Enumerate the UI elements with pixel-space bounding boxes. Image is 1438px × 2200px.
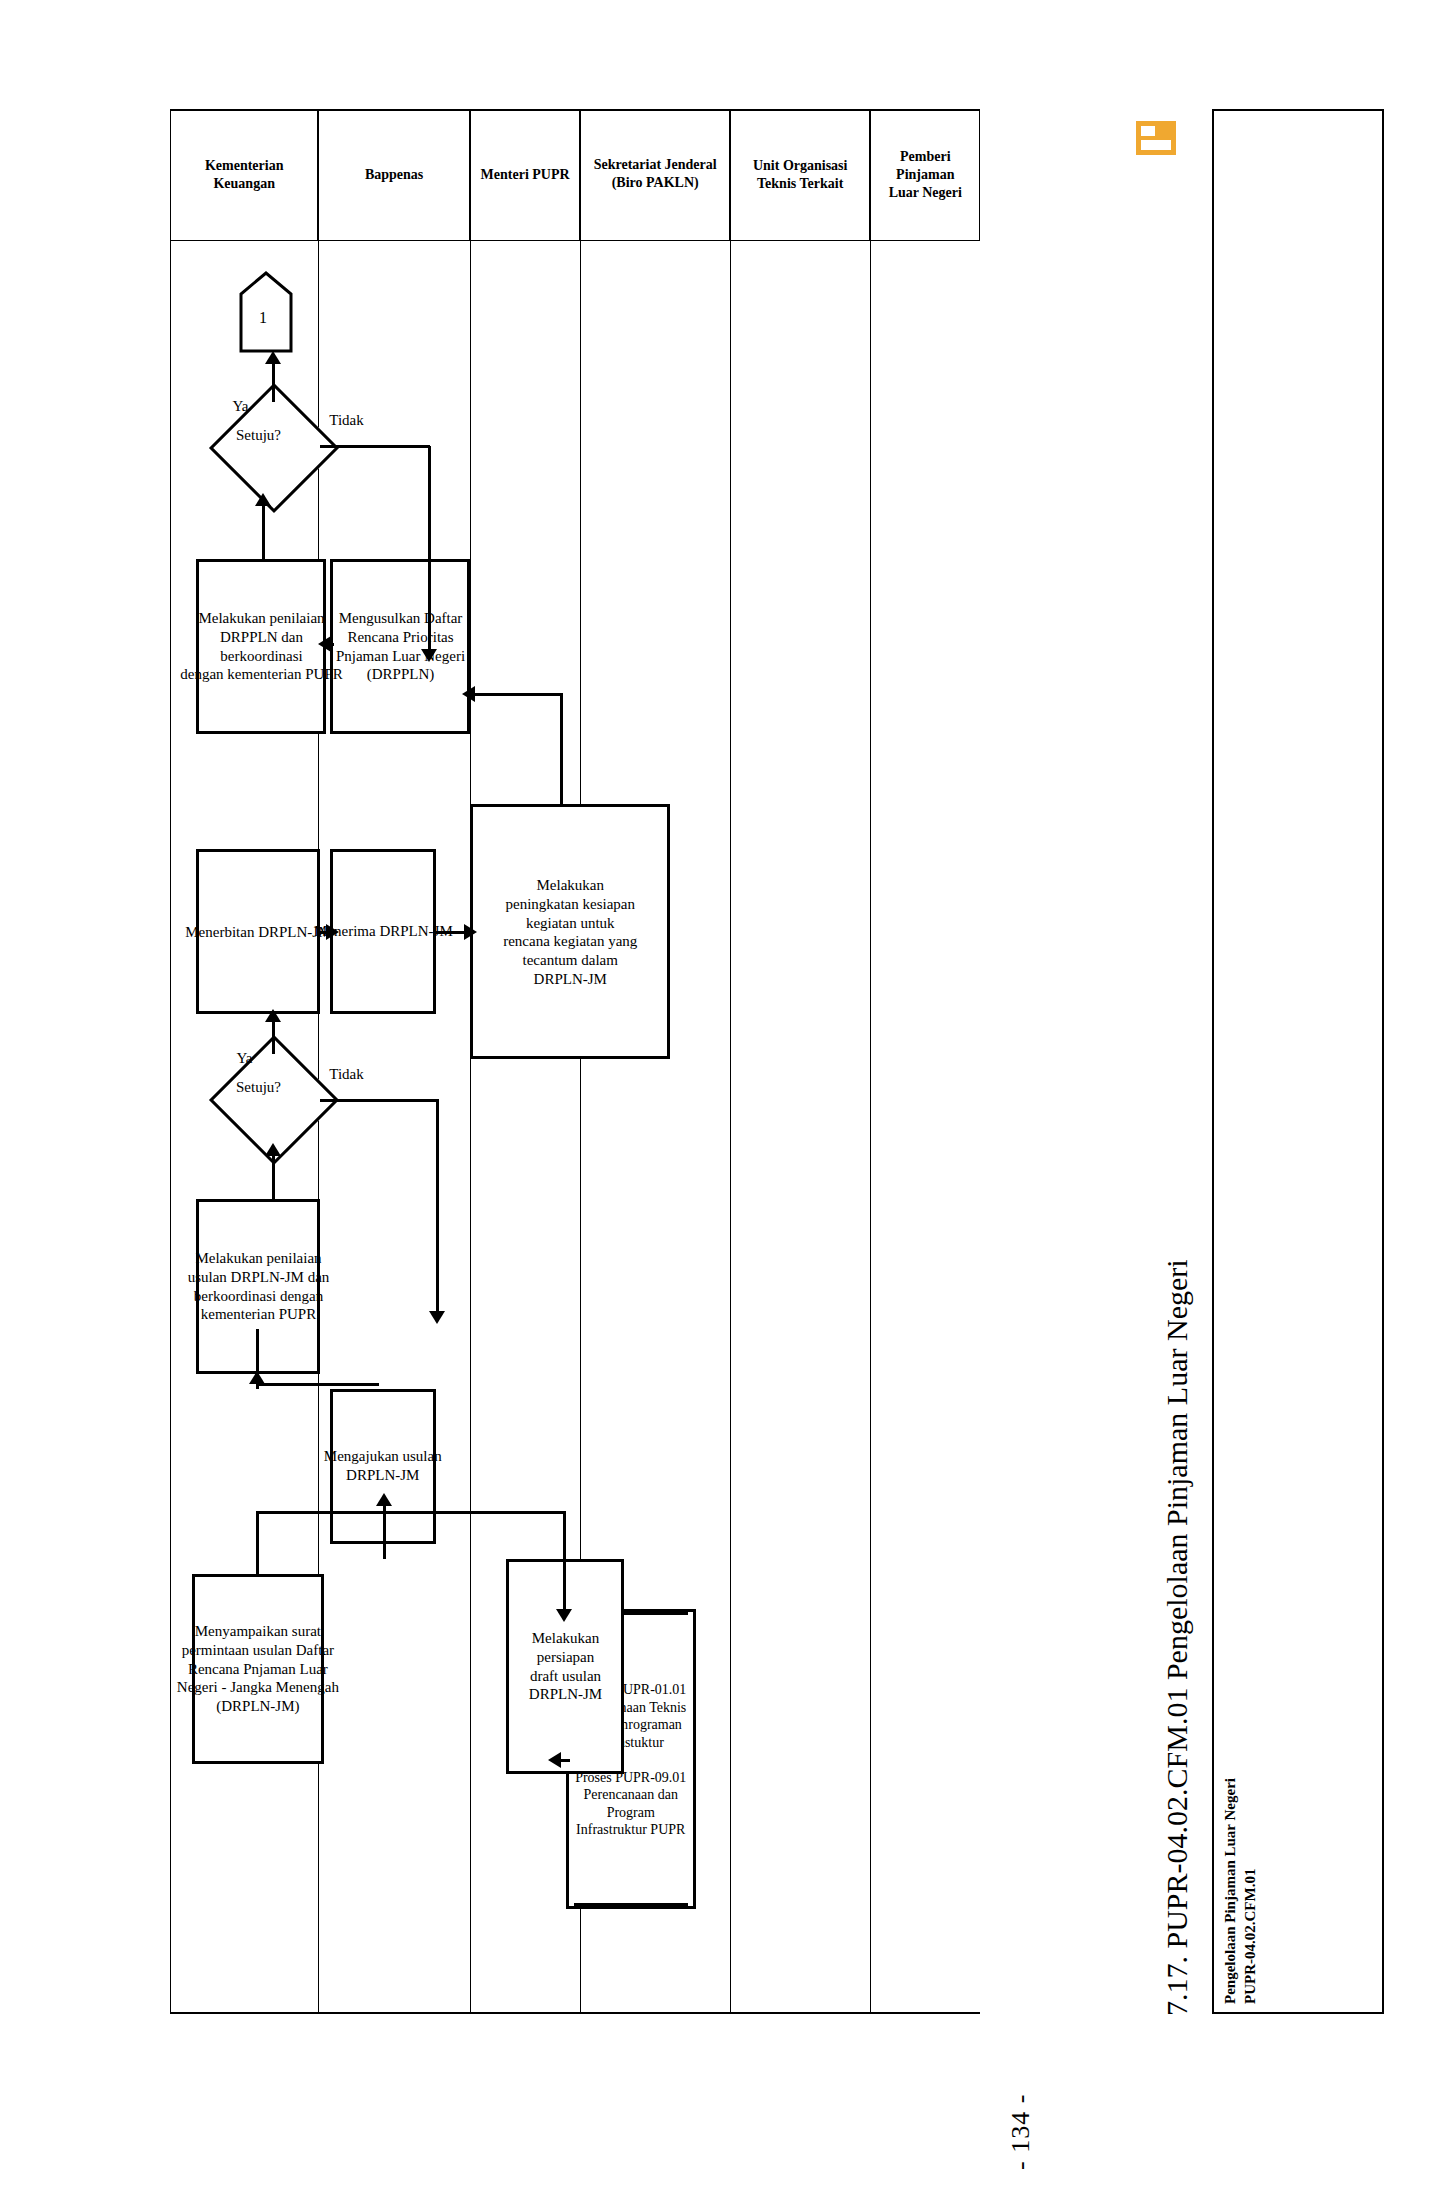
- flow-line: [436, 1099, 439, 1314]
- swimlane-band-bappenas: [318, 109, 470, 2014]
- shape-label: Menerbitan DRPLN-JM: [185, 922, 331, 941]
- institution-logo-icon: [1136, 121, 1176, 155]
- process-n10: Melakukan penilaian DRPPLN dan berkoordi…: [196, 559, 326, 734]
- shape-label: Mengusulkan Daftar Rencana Prioritas Pnj…: [335, 609, 464, 684]
- flow-line: [320, 445, 430, 448]
- flow-arrow: [556, 1609, 572, 1622]
- flow-line: [560, 1759, 570, 1762]
- shape-label: Menyampaikan surat permintaan usulan Daf…: [177, 1622, 339, 1716]
- swimlane-band-pemberi: [870, 109, 980, 2014]
- flow-line: [376, 1383, 379, 1386]
- swimlane-label-text: Kementerian Keuangan: [205, 157, 284, 193]
- edge-label-d2_no: Tidak: [329, 412, 363, 429]
- swimlane-label-text: Sekretariat Jenderal (Biro PAKLN): [594, 157, 717, 193]
- process-n6: Menerbitan DRPLN-JM: [196, 849, 320, 1014]
- swimlane-label-unitor: Unit Organisasi Teknis Terkait: [730, 109, 870, 241]
- process-n9: Mengusulkan Daftar Rencana Prioritas Pnj…: [330, 559, 470, 734]
- flow-arrow: [255, 493, 271, 506]
- flow-line: [383, 1499, 386, 1559]
- connector-c1: 1: [238, 270, 292, 354]
- shape-label: Melakukan peningkatan kesiapan kegiatan …: [503, 875, 637, 988]
- flow-arrow: [548, 1752, 561, 1768]
- swimlane-label-setjen: Sekretariat Jenderal (Biro PAKLN): [580, 109, 730, 241]
- page-title: 7.17. PUPR-04.02.CFM.01 Pengelolaan Pinj…: [1160, 1259, 1194, 2016]
- shape-label: Melakukan persiapan draft usulan DRPLN-J…: [528, 1629, 601, 1704]
- flow-line: [256, 1511, 564, 1514]
- connector-label: 1: [259, 309, 267, 327]
- flow-line: [560, 694, 563, 804]
- flow-line: [256, 1514, 259, 1574]
- flow-arrow: [429, 1311, 445, 1324]
- swimlane-label-text: Unit Organisasi Teknis Terkait: [753, 157, 848, 193]
- flow-line: [428, 446, 431, 654]
- flow-arrow: [265, 1009, 281, 1022]
- flow-line: [256, 1383, 376, 1386]
- swimlane-band-unitor: [730, 109, 870, 2014]
- swimlane-label-pemberi: Pemberi Pinjaman Luar Negeri: [870, 109, 980, 241]
- flow-arrow: [376, 1493, 392, 1506]
- flow-line: [563, 1511, 566, 1611]
- flow-arrow: [318, 636, 331, 652]
- decision-label-d2: Setuju?: [236, 427, 281, 444]
- diagram-header-line2: PUPR-04.02.CFM.01: [1240, 119, 1260, 2004]
- swimlane-label-kemenkeu: Kementerian Keuangan: [170, 109, 318, 241]
- page-number: - 134 -: [1006, 2094, 1036, 2170]
- swimlane-label-bappenas: Bappenas: [318, 109, 470, 241]
- flow-arrow: [421, 649, 437, 662]
- flow-arrow: [464, 924, 477, 940]
- swimlane-label-text: Bappenas: [365, 166, 423, 184]
- flow-line: [470, 693, 563, 696]
- swimlane-label-menteri: Menteri PUPR: [470, 109, 580, 241]
- flow-line: [272, 358, 275, 402]
- diagram-header-line1: Pengelolaan Pinjaman Luar Negeri: [1220, 119, 1240, 2004]
- shape-label: Melakukan penilaian usulan DRPLN-JM dan …: [187, 1249, 329, 1324]
- edge-label-d1_yes: Ya: [237, 1050, 253, 1067]
- flow-arrow: [462, 686, 475, 702]
- process-n7: Menerima DRPLN-JM: [330, 849, 436, 1014]
- flow-line: [320, 1099, 438, 1102]
- flow-line: [262, 501, 265, 559]
- swimlane-label-text: Menteri PUPR: [480, 166, 569, 184]
- flow-arrow: [265, 351, 281, 364]
- flow-arrow: [326, 924, 339, 940]
- swimlane-label-text: Pemberi Pinjaman Luar Negeri: [888, 148, 961, 203]
- edge-label-d2_yes: Ya: [233, 398, 249, 415]
- flow-arrow: [249, 1371, 265, 1384]
- diagram-header-title: Pengelolaan Pinjaman Luar Negeri PUPR-04…: [1214, 111, 1267, 2012]
- process-n1: Menyampaikan surat permintaan usulan Daf…: [192, 1574, 324, 1764]
- diagram-header: Pengelolaan Pinjaman Luar Negeri PUPR-04…: [1212, 109, 1384, 2014]
- flow-arrow: [265, 1143, 281, 1156]
- process-n8: Melakukan peningkatan kesiapan kegiatan …: [470, 804, 670, 1059]
- flow-line: [272, 1149, 275, 1199]
- shape-label: Mengajukan usulan DRPLN-JM: [324, 1448, 442, 1486]
- decision-label-d1: Setuju?: [236, 1079, 281, 1096]
- edge-label-d1_no: Tidak: [329, 1066, 363, 1083]
